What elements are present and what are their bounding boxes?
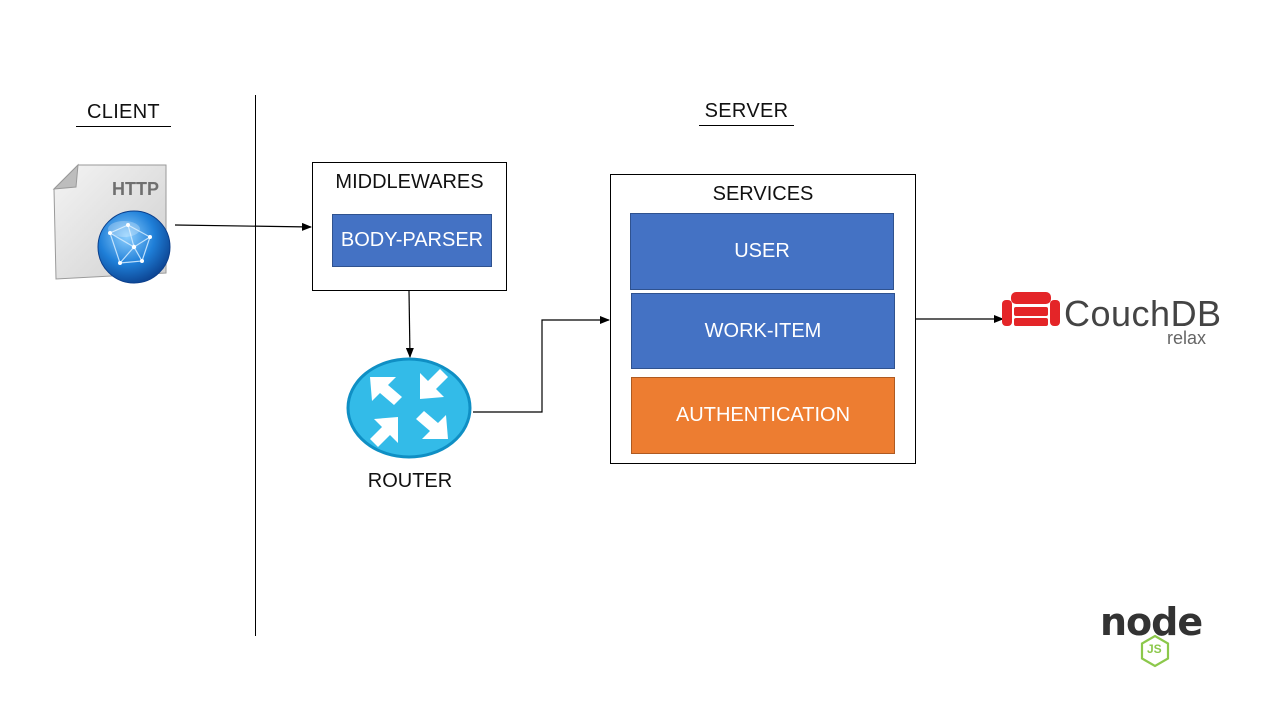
middlewares-title: MIDDLEWARES bbox=[335, 171, 484, 193]
service-user-label: USER bbox=[734, 240, 790, 262]
arrow-client-to-middlewares bbox=[174, 222, 312, 231]
couchdb-sofa-icon bbox=[1002, 292, 1060, 326]
server-heading: SERVER bbox=[699, 100, 794, 126]
couchdb-tagline: relax bbox=[1167, 328, 1207, 348]
router-label: ROUTER bbox=[367, 470, 453, 492]
body-parser-box: BODY-PARSER bbox=[332, 214, 492, 267]
client-server-divider bbox=[255, 95, 257, 636]
service-authentication: AUTHENTICATION bbox=[631, 377, 895, 454]
router-arrows-icon bbox=[346, 357, 472, 459]
nodejs-wordmark: node bbox=[1100, 600, 1203, 644]
nodejs-badge: JS bbox=[1147, 642, 1162, 656]
nodejs-hexagon-icon bbox=[1140, 634, 1170, 668]
client-heading: CLIENT bbox=[76, 101, 171, 127]
service-work-item-label: WORK-ITEM bbox=[704, 319, 822, 342]
arrow-middlewares-to-router bbox=[405, 290, 414, 358]
services-title: SERVICES bbox=[712, 183, 814, 205]
services-container: SERVICES USER WORK-ITEM AUTHENTICATION bbox=[610, 174, 916, 464]
service-work-item: WORK-ITEM bbox=[631, 293, 895, 369]
service-user: USER bbox=[630, 213, 894, 290]
http-globe-document-icon: HTTP bbox=[52, 163, 171, 284]
http-text: HTTP bbox=[112, 179, 159, 199]
body-parser-label: BODY-PARSER bbox=[340, 229, 484, 251]
service-authentication-label: AUTHENTICATION bbox=[675, 404, 851, 426]
middlewares-container: MIDDLEWARES BODY-PARSER bbox=[312, 162, 507, 291]
nodejs-logo-icon: node JS bbox=[1100, 600, 1220, 670]
couchdb-name: CouchDB bbox=[1064, 293, 1222, 334]
arrow-router-to-services bbox=[473, 316, 610, 413]
